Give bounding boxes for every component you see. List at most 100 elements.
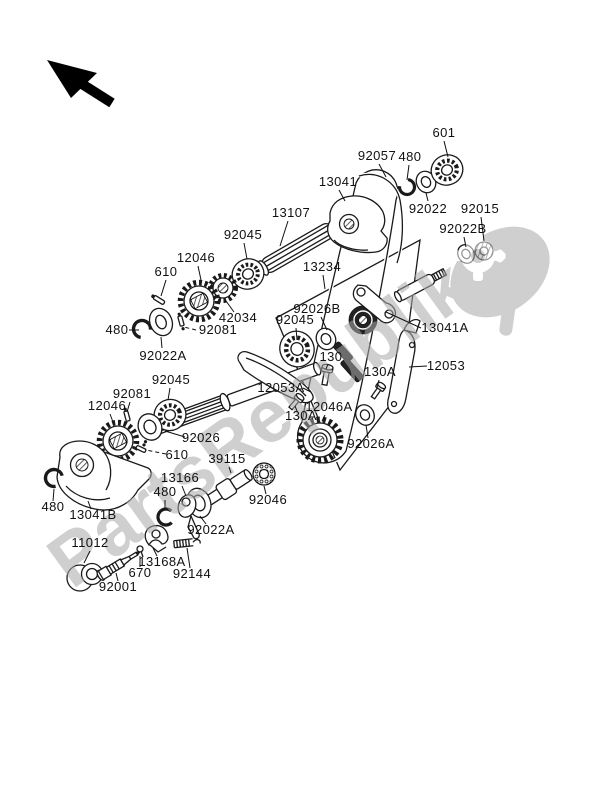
leader-line-92022a-lower	[199, 515, 207, 525]
leader-line-601	[443, 140, 449, 158]
leader-line-92001	[115, 572, 119, 582]
leader-line-92022a-upper	[160, 336, 163, 349]
washer-92026a	[355, 404, 375, 426]
leader-line-13166	[181, 485, 187, 497]
snap-ring-480-left	[131, 318, 153, 340]
part-label-39115: 39115	[208, 451, 245, 466]
part-label-130a-lower: 130A	[285, 408, 317, 423]
chain-guide-12053	[387, 318, 421, 414]
bolt-130	[320, 363, 334, 387]
balancer-body-13041b	[56, 440, 152, 511]
leader-line-480-bottomleft	[52, 488, 55, 502]
leader-line-12046a	[321, 414, 326, 422]
leader-line-130	[325, 363, 329, 370]
part-label-480-bottomleft: 480	[42, 499, 65, 514]
part-label-13041: 13041	[319, 174, 357, 189]
bearing-92045-low	[153, 398, 187, 432]
pin-670	[136, 545, 144, 558]
adjuster-screw-92001	[96, 551, 142, 581]
part-label-480-left: 480	[106, 322, 129, 337]
leader-line-92026a	[365, 424, 369, 439]
spring-92144	[173, 538, 201, 549]
bearing-601	[430, 154, 464, 186]
leader-line-11012	[83, 550, 91, 564]
leader-line-39115	[228, 466, 232, 474]
bearing-92045-top	[231, 258, 265, 290]
part-label-12053: 12053	[427, 358, 465, 373]
part-label-12053a: 12053A	[257, 380, 304, 395]
leader-line-13041a	[385, 311, 422, 329]
leader-line-92015	[480, 216, 485, 242]
roller-cage-92046	[252, 462, 276, 486]
part-label-92057: 92057	[358, 148, 396, 163]
balancer-body-13041	[327, 195, 388, 254]
pin-92081-low	[123, 407, 131, 422]
leader-line-12046-top	[197, 265, 202, 281]
watermark-gear-icon	[450, 231, 506, 281]
part-label-601: 601	[433, 125, 456, 140]
leader-line-13107	[279, 220, 289, 247]
part-label-13166: 13166	[161, 470, 199, 485]
chain-guide-12053a	[237, 351, 314, 404]
part-label-13234: 13234	[303, 259, 341, 274]
washer-92022	[415, 170, 437, 194]
part-label-610-low: 610	[166, 447, 189, 462]
part-label-12046a: 12046A	[305, 399, 352, 414]
leader-line-92144	[186, 547, 191, 569]
part-label-92045-top: 92045	[224, 227, 262, 242]
sprocket-12046a	[296, 416, 344, 464]
washer-92026	[137, 413, 163, 441]
part-label-92045-low: 92045	[152, 372, 190, 387]
link-13166	[177, 494, 200, 540]
leader-line-42034	[225, 300, 235, 313]
part-label-480-mid: 480	[154, 484, 177, 499]
part-label-92081-top: 92081	[199, 322, 237, 337]
part-label-11012: 11012	[71, 535, 108, 550]
part-label-13041a: 13041A	[421, 320, 468, 335]
part-label-92046: 92046	[249, 492, 287, 507]
leader-line-130a-right	[376, 379, 380, 389]
snap-ring-480-bottomleft	[43, 467, 65, 489]
tensioner-lever-13041a	[352, 284, 397, 324]
leader-line-92081-low	[126, 401, 131, 413]
part-label-92015: 92015	[461, 201, 499, 216]
part-label-42034: 42034	[219, 310, 257, 325]
part-label-13168a: 13168A	[138, 554, 185, 569]
leader-line-610-low	[145, 449, 167, 455]
part-label-130: 130	[320, 349, 343, 364]
leader-line-92045-top	[243, 242, 248, 260]
part-label-92022a-lower: 92022A	[187, 522, 234, 537]
part-label-92144: 92144	[173, 566, 211, 581]
bearing-92045-mid	[279, 330, 315, 368]
part-label-92026b: 92026B	[293, 301, 340, 316]
part-label-92022: 92022	[409, 201, 447, 216]
leader-line-92046	[263, 485, 267, 495]
leader-line-13168a	[152, 547, 158, 557]
leader-line-92022b	[463, 236, 467, 248]
pin-92081-top	[177, 312, 185, 331]
leader-line-12053a	[302, 387, 312, 393]
pin-610-low	[135, 440, 148, 453]
part-label-12046-low: 12046	[88, 398, 126, 413]
cap-11012	[66, 562, 104, 592]
leader-line-92081-top	[183, 326, 197, 331]
tensioner-rod	[393, 267, 448, 303]
leader-line-13234	[322, 274, 326, 290]
sprocket-12046-top	[177, 279, 221, 323]
part-label-13107: 13107	[272, 205, 310, 220]
direction-arrow	[47, 60, 115, 108]
part-label-610-top: 610	[155, 264, 178, 279]
leader-line-92026b	[320, 316, 328, 331]
part-label-92026: 92026	[182, 430, 220, 445]
part-label-130a-right: 130A	[364, 364, 396, 379]
watermark-logo	[450, 226, 550, 336]
leader-line-12046-low	[109, 413, 114, 423]
leader-line-12053	[408, 365, 428, 368]
part-label-92001: 92001	[99, 579, 137, 594]
leader-line-610-top	[160, 279, 167, 297]
leader-line-130a-lower	[294, 405, 298, 412]
pin-610-top	[151, 294, 166, 305]
